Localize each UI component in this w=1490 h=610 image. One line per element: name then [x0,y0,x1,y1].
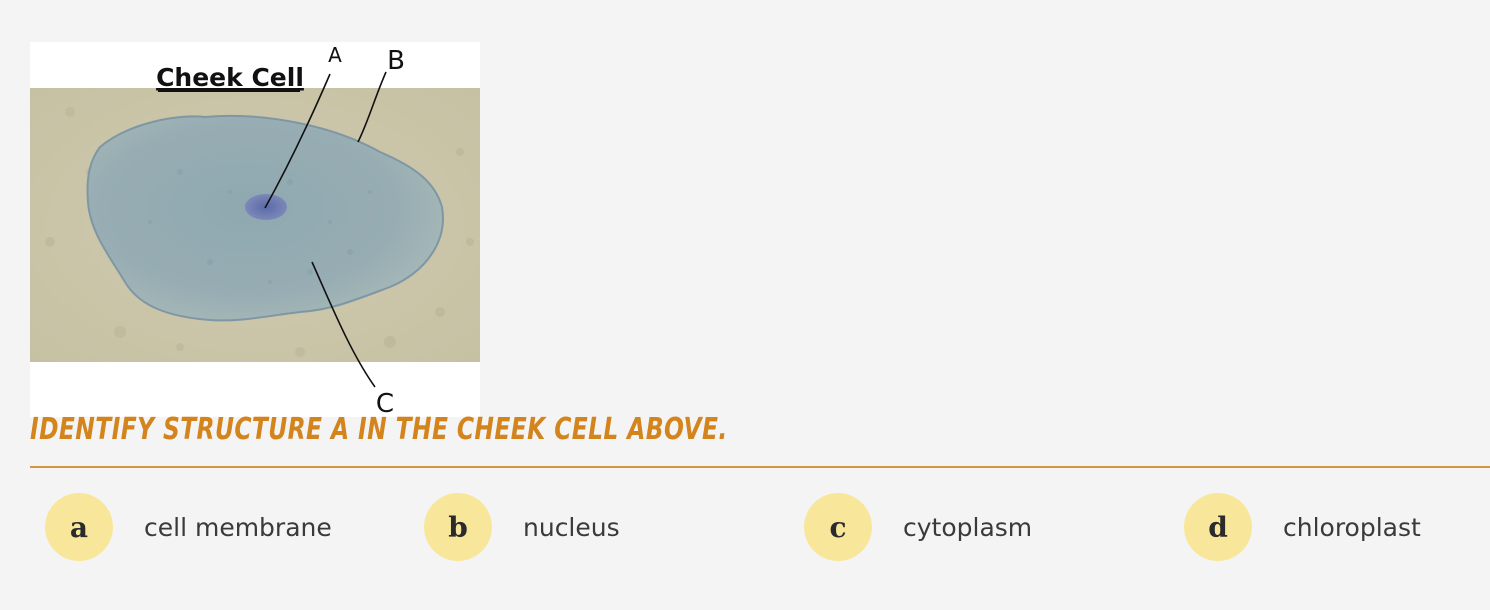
divider [30,466,1490,468]
option-b-badge: b [424,493,492,561]
option-d-badge: d [1184,493,1252,561]
question-text: Identify structure A in the cheek cell a… [30,412,728,447]
option-b[interactable]: b nucleus [424,492,620,562]
label-line-b [357,71,387,143]
option-c[interactable]: c cytoplasm [804,492,1032,562]
label-b: B [387,46,405,76]
answer-options: a cell membrane b nucleus c cytoplasm d … [0,492,1490,562]
option-c-badge: c [804,493,872,561]
cheek-cell-diagram: Cheek Cell A B C [30,42,480,417]
option-d[interactable]: d chloroplast [1184,492,1421,562]
option-c-label: cytoplasm [903,512,1033,542]
cheek-cell-image: Cheek Cell A B C [30,43,480,417]
option-a-label: cell membrane [144,512,332,542]
label-line-a [264,73,331,209]
option-a[interactable]: a cell membrane [45,492,332,562]
label-c: C [376,389,394,417]
option-b-label: nucleus [523,512,620,542]
figure-title: Cheek Cell [156,63,304,92]
label-a: A [328,43,342,67]
option-a-badge: a [45,493,113,561]
option-d-label: chloroplast [1283,512,1421,542]
label-line-c [311,261,376,388]
